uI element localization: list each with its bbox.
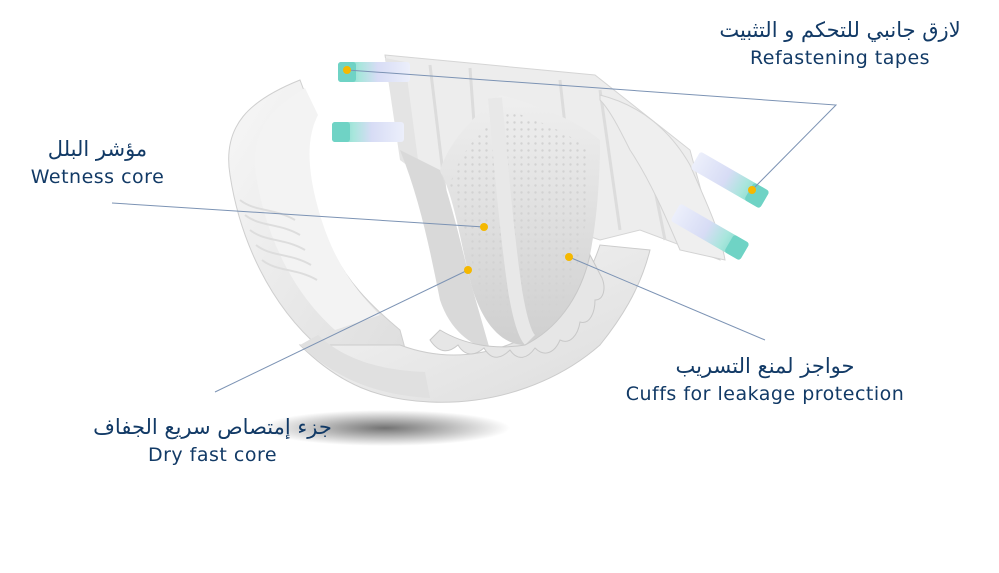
leader-line-wetness	[111, 202, 485, 228]
leader-line-cuffs	[568, 256, 766, 341]
label-cuffs-arabic: حواجز لمنع التسريب	[675, 354, 855, 378]
label-dry-fast-core-arabic: جزء إمتصاص سريع الجفاف	[93, 415, 332, 439]
back-waistband	[385, 58, 420, 175]
label-wetness-core-english: Wetness core	[30, 166, 165, 188]
label-wetness-core-arabic: مؤشر البلل	[47, 137, 148, 161]
tape-right-bottom	[671, 204, 749, 260]
leader-line-tapes	[346, 69, 838, 191]
marker-dot-wetness	[480, 223, 488, 231]
marker-dot-tape-right	[748, 186, 756, 194]
marker-dot-cuffs	[565, 253, 573, 261]
left-wing-texture	[239, 199, 318, 281]
tape-left-bottom	[332, 122, 404, 142]
label-refastening-tapes-arabic: لازق جانبي للتحكم و التثبيت	[719, 18, 961, 42]
marker-dots	[343, 66, 756, 274]
label-dry-fast-core: جزء إمتصاص سريع الجفاف Dry fast core	[70, 413, 355, 469]
label-wetness-core: مؤشر البلل Wetness core	[10, 135, 185, 191]
leakage-cuff-ruffle	[429, 253, 605, 358]
marker-dot-tape-left	[343, 66, 351, 74]
core-center-strip	[488, 97, 536, 345]
leader-lines	[111, 69, 838, 393]
front-edge	[300, 335, 430, 398]
label-refastening-tapes: لازق جانبي للتحكم و التثبيت Refastening …	[690, 16, 990, 72]
marker-dot-dry	[464, 266, 472, 274]
diaper-shadow	[260, 410, 510, 446]
label-dry-fast-core-english: Dry fast core	[147, 444, 278, 466]
label-cuffs-english: Cuffs for leakage protection	[625, 383, 905, 405]
core-dotted-surface	[450, 110, 590, 335]
label-refastening-tapes-english: Refastening tapes	[749, 47, 931, 69]
left-wing-inner	[254, 88, 380, 330]
label-cuffs: حواجز لمنع التسريب Cuffs for leakage pro…	[600, 352, 930, 408]
core-left-wall	[400, 150, 490, 350]
leader-line-dry	[214, 269, 469, 393]
